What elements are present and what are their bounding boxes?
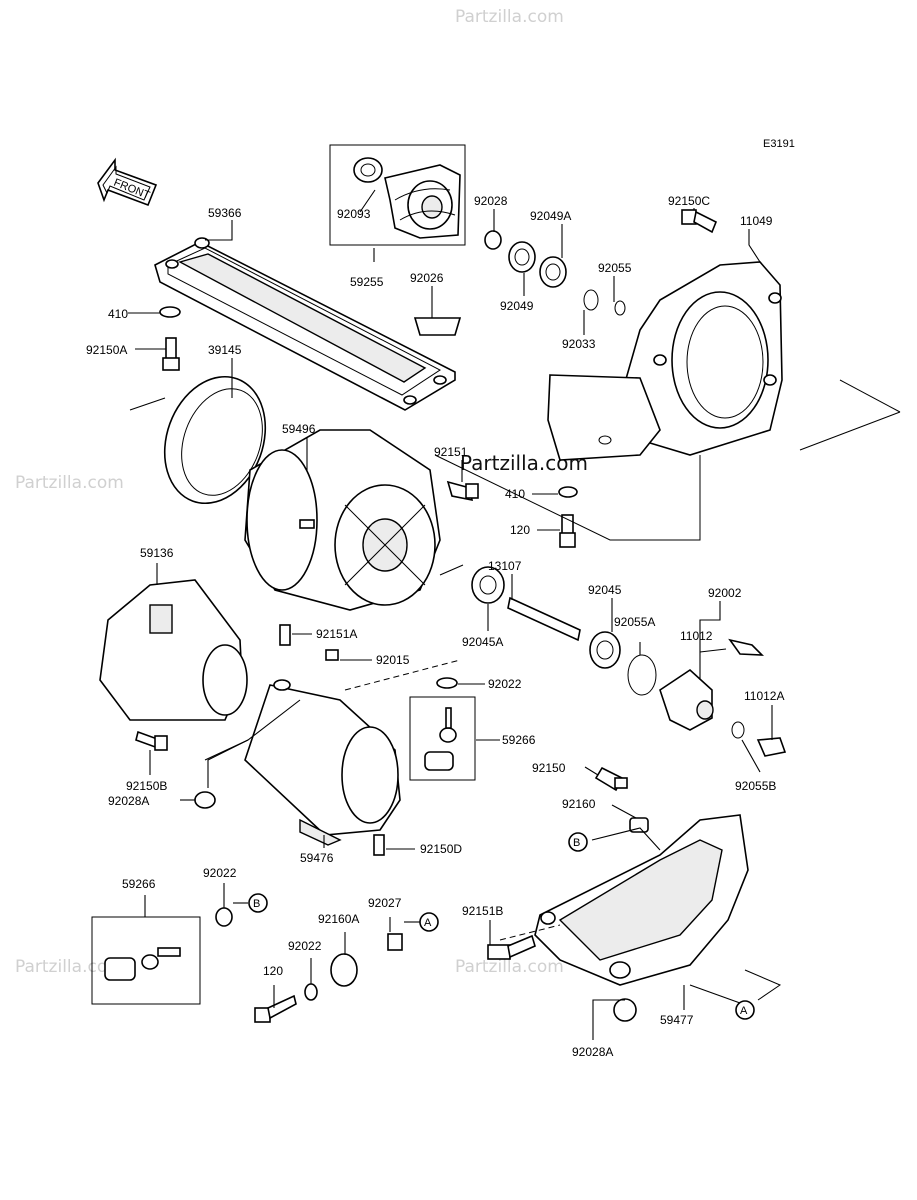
label-92028A-left: 92028A xyxy=(108,794,149,808)
part-92015-nut xyxy=(325,649,339,661)
part-92028A-bushing-left xyxy=(194,791,216,809)
label-11012A: 11012A xyxy=(744,689,784,703)
watermark-top: Partzilla.com xyxy=(455,7,564,27)
label-59266-lower: 59266 xyxy=(122,877,156,891)
label-39145: 39145 xyxy=(208,343,242,357)
label-11049: 11049 xyxy=(740,214,773,228)
part-59476-steering-nozzle xyxy=(244,679,401,846)
label-92150B: 92150B xyxy=(126,779,167,793)
label-92045A: 92045A xyxy=(462,635,503,649)
part-92160A-spacer xyxy=(330,953,358,987)
label-59266-upper: 59266 xyxy=(502,733,536,747)
part-labels: 59366 410 92150A 39145 59496 92093 59255… xyxy=(86,194,784,1059)
part-92151A-bolt xyxy=(279,624,291,646)
label-92150C: 92150C xyxy=(668,194,710,208)
part-11012-cap xyxy=(659,638,787,757)
diagram-code: E3191 xyxy=(763,138,795,150)
label-92055B: 92055B xyxy=(735,779,776,793)
label-92160A: 92160A xyxy=(318,912,359,926)
part-92022-washer-lower xyxy=(215,907,233,927)
label-92049A: 92049A xyxy=(530,209,571,223)
label-92151: 92151 xyxy=(434,445,468,459)
watermark-bottom-left: Partzilla.com xyxy=(15,957,124,977)
label-92049: 92049 xyxy=(500,299,534,313)
part-59255-impeller-group xyxy=(329,144,466,246)
part-92022-washer-upper xyxy=(436,677,458,689)
watermark-left: Partzilla.com xyxy=(15,473,124,493)
part-410-washer-left xyxy=(159,306,181,318)
label-92150D: 92150D xyxy=(420,842,462,856)
watermark-bottom-center: Partzilla.com xyxy=(455,957,564,977)
callout-A-lower: A xyxy=(424,917,432,929)
part-92150C-bolt xyxy=(681,209,718,234)
label-92022-lower: 92022 xyxy=(203,866,237,880)
part-92160-cap xyxy=(629,817,649,833)
label-92150A: 92150A xyxy=(86,343,127,357)
part-92026-shim xyxy=(413,317,462,336)
label-92055: 92055 xyxy=(598,261,632,275)
part-120-bolt-right xyxy=(559,514,576,548)
label-410-right: 410 xyxy=(505,487,525,501)
label-59366: 59366 xyxy=(208,206,242,220)
part-39145-ring xyxy=(163,375,267,505)
callout-B-lower: B xyxy=(253,898,260,910)
part-92022-washer-bottom xyxy=(304,983,318,1001)
part-59266-joint-lower xyxy=(91,916,201,1005)
part-11049-pump-housing xyxy=(547,261,783,461)
label-92022-bottom: 92022 xyxy=(288,939,322,953)
label-59136: 59136 xyxy=(140,546,174,560)
label-92028A-right: 92028A xyxy=(572,1045,613,1059)
label-92160: 92160 xyxy=(562,797,596,811)
part-92151B-bolt xyxy=(487,934,536,960)
part-59136-nozzle xyxy=(99,579,248,721)
front-arrow-icon: FRONT xyxy=(97,157,158,207)
part-13107-shaft xyxy=(471,566,657,696)
part-59366-cover-plate xyxy=(154,237,456,411)
label-92022-upper: 92022 xyxy=(488,677,522,691)
label-92151A: 92151A xyxy=(316,627,357,641)
part-92028A-bushing-right xyxy=(613,998,637,1022)
part-92151-bolt xyxy=(446,480,479,502)
part-92150-fitting xyxy=(594,766,628,792)
label-120-lower: 120 xyxy=(263,964,283,978)
label-59477: 59477 xyxy=(660,1013,694,1027)
part-92150B-bolt xyxy=(135,730,168,751)
callout-B-right: B xyxy=(573,837,580,849)
part-59496-pump-case xyxy=(244,429,441,611)
label-59476: 59476 xyxy=(300,851,334,865)
label-92151B: 92151B xyxy=(462,904,503,918)
label-92055A: 92055A xyxy=(614,615,655,629)
part-410-washer-right xyxy=(558,486,578,498)
part-59266-joint-upper xyxy=(409,696,476,781)
watermarks: Partzilla.com Partzilla.com Partzilla.co… xyxy=(15,7,588,977)
label-92045: 92045 xyxy=(588,583,622,597)
label-92027: 92027 xyxy=(368,896,402,910)
bearing-stack-upper xyxy=(484,230,626,316)
part-120-bolt-lower xyxy=(254,994,297,1023)
callout-markers: B A B A xyxy=(248,832,755,1020)
label-92033: 92033 xyxy=(562,337,596,351)
part-92027-collar xyxy=(387,933,403,951)
label-92026: 92026 xyxy=(410,271,444,285)
part-92150D-bolt xyxy=(373,834,385,856)
label-92028: 92028 xyxy=(474,194,508,208)
label-92002: 92002 xyxy=(708,586,742,600)
label-120-right: 120 xyxy=(510,523,530,537)
label-59496: 59496 xyxy=(282,422,316,436)
label-410-left: 410 xyxy=(108,307,128,321)
label-92093: 92093 xyxy=(337,207,371,221)
label-11012: 11012 xyxy=(680,629,713,643)
part-92150A-bolt xyxy=(162,337,180,371)
label-92150: 92150 xyxy=(532,761,566,775)
leader-lines xyxy=(128,189,901,1040)
label-92015: 92015 xyxy=(376,653,410,667)
label-59255: 59255 xyxy=(350,275,384,289)
label-13107: 13107 xyxy=(488,559,522,573)
part-59477-reverse-bucket xyxy=(499,814,749,986)
callout-A-right: A xyxy=(740,1005,748,1017)
